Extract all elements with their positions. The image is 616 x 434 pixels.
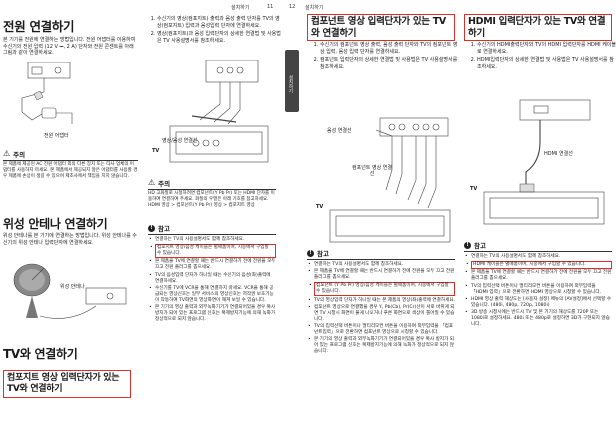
warning-icon: ⚠ — [148, 178, 156, 187]
component-note-box: ! 참고 연결하는 TV의 사용설명서도 함께 참조하세요. 본 제품을 TV에… — [307, 248, 455, 356]
hdmi-step-1: 수신기의 HDMI출력단자와 TV의 HDMI 입력단자를 HDMI 케이블로 … — [477, 42, 616, 55]
component-step-2: 컴포넌트 입력단자의 상세한 연결법 및 사용법은 TV 사용설명서를 참조하세… — [320, 57, 460, 70]
list-item-highlighted: HDMI 케이블은 별매품이며, 시중에서 구입할 수 있습니다. — [466, 261, 612, 270]
power-desc: 본 기기를 전원에 연결하는 방법입니다. 전원 어댑터를 이용하여 수신기의 … — [3, 37, 136, 57]
composite-tv-label: TV — [152, 148, 160, 154]
component-diagram — [329, 117, 451, 243]
composite-step-2: 영상(컴포지트)과 음성 입력단자의 상세한 연결법 및 사용법은 TV 사용설… — [157, 31, 281, 44]
hdmi-tv-label: TV — [470, 186, 478, 192]
hdmi-notes-list: 연결하는 TV의 사용설명서도 함께 참조하세요. HDMI 케이블은 별매품이… — [464, 254, 612, 328]
component-note-title: 참고 — [317, 250, 329, 258]
list-item: 컴포넌트 영상으로 연결했을 경우 Y, Pb(Cb), Pr(Cr)선이 서로… — [308, 305, 455, 323]
component-tv-label: TV — [316, 204, 324, 210]
list-item: 본 제품을 TV에 연결할 때는 반드시 연결하기 전에 전원을 모두 끄고 전… — [465, 270, 612, 282]
list-item: TV의 음성입력 단자가 하나일 때는 수신기의 음성(좌)출력에 연결하세요. — [149, 273, 276, 285]
power-caution-title: 주의 — [13, 151, 26, 159]
header-left-tag: 설치하기 — [231, 5, 250, 11]
hdmi-title: HDMI 입력단자가 있는 TV와 연결하기 — [464, 14, 612, 41]
side-tab — [285, 50, 299, 112]
satellite-diagram — [13, 263, 127, 319]
composite-notes-list: 연결하는 TV의 사용설명서도 함께 참조하세요. 컴포지트 영상/음성 케이블… — [148, 237, 276, 323]
warning-icon: ⚠ — [3, 149, 11, 158]
info-icon: ! — [148, 224, 155, 232]
composite-steps: 수신기의 영상(컴포지트) 출력과 음성 출력 단자를 TV의 영상(컴포지트)… — [148, 16, 281, 46]
satellite-title: 위성 안테나 연결하기 — [3, 217, 108, 231]
list-item: 본 제품을 TV에 연결할 때는 반드시 연결하기 전에 전원을 모두 끄고 전… — [308, 269, 455, 281]
info-icon: ! — [307, 249, 314, 257]
list-item: 본 기기의 영상 출력과 외부녹화기기가 연결되어있을 경우 복사 방지가 되어… — [308, 337, 455, 355]
list-item: TV의 입력선택 버튼이나 멀티리모컨 버튼을 이용하여 외부입력을 「컴포넌트… — [308, 324, 455, 336]
component-video-label: 컴포넌트 영상 연결선 — [352, 165, 392, 177]
list-item: 3D 방송 시청시에는 반드시 TV 및 본 기기의 해상도를 720P 또는 … — [465, 310, 612, 328]
list-item: 연결하는 TV의 사용설명서도 함께 참조하세요. — [149, 237, 276, 243]
component-audio-label: 음성 연결선 — [327, 128, 352, 134]
hdmi-cable-label: HDMI 연결선 — [544, 151, 573, 157]
composite-diagram — [169, 60, 269, 163]
power-adapter-label: 전원 어댑터 — [44, 133, 69, 139]
composite-note-box: ! 참고 연결하는 TV의 사용설명서도 함께 참조하세요. 컴포지트 영상/음… — [148, 223, 276, 324]
satellite-dish-icon — [13, 263, 51, 318]
composite-caution-title: 주의 — [158, 180, 171, 188]
page-number-right: 12 — [289, 4, 296, 10]
power-title: 전원 연결하기 — [3, 19, 75, 34]
list-item: 연결하는 TV의 사용설명서도 함께 참조하세요. — [465, 254, 612, 260]
hdmi-steps: 수신기의 HDMI출력단자와 TV의 HDMI 입력단자를 HDMI 케이블로 … — [468, 42, 616, 72]
composite-step-1: 수신기의 영상(컴포지트) 출력과 음성 출력 단자를 TV의 영상(컴포지트)… — [157, 16, 281, 29]
composite-caution-text: HD 고화질로 시청하려면 컴포넌트(Y Pb Pr) 또는 HDMI 단자를 … — [148, 191, 275, 208]
composite-caution-box: ⚠ 주의 HD 고화질로 시청하려면 컴포넌트(Y Pb Pr) 또는 HDMI… — [148, 178, 276, 208]
hdmi-note-title: 참고 — [474, 242, 486, 250]
header-right-tag: 설치하기 — [305, 5, 324, 11]
composite-cable-label: 영상/음성 연결선 — [162, 138, 198, 144]
composite-sub-title: 컴포지트 영상 입력단자가 있는 TV와 연결하기 — [3, 370, 131, 398]
info-icon: ! — [464, 241, 471, 249]
power-caution-text: 본 제품에 제공된 AC 전원 어댑터 외의 다른 장치 또는 타사 업체의 어… — [3, 162, 138, 179]
component-title: 컴포넌트 영상 입력단자가 있는 TV와 연결하기 — [307, 14, 455, 41]
component-steps: 수신기의 컴포넌트 영상 출력, 음성 출력 단자와 TV의 컴포넌트 영상 입… — [311, 42, 460, 72]
list-item: 본 기기의 영상 출력과 외부녹화기기가 연결되어있을 경우 복사 방지가 되어… — [149, 305, 276, 323]
hdmi-step-2: HDMI입력단자의 상세한 연결법 및 사용법은 TV 사용설명서를 참조하세요… — [477, 57, 616, 70]
component-step-1: 수신기의 컴포넌트 영상 출력, 음성 출력 단자와 TV의 컴포넌트 영상 입… — [320, 42, 460, 55]
hdmi-diagram — [483, 99, 605, 225]
power-caution-box: ⚠ 주의 본 제품에 제공된 AC 전원 어댑터 외의 다른 장치 또는 타사 … — [3, 149, 138, 179]
list-item-highlighted: 컴포넌트 (Y Pb Pr) 영상/음성 케이블은 별매품이며, 시중에서 구입… — [309, 282, 455, 297]
tv-section-title: TV와 연결하기 — [3, 347, 78, 361]
page-number-left: 11 — [267, 4, 274, 10]
satellite-desc: 위성 안테나를 본 기기에 연결하는 방법입니다. 위성 안테나를 수신기의 위… — [3, 233, 137, 246]
side-tab-label: 설치하기 — [288, 75, 293, 93]
hdmi-note-box: ! 참고 연결하는 TV의 사용설명서도 함께 참조하세요. HDMI 케이블은… — [464, 240, 612, 329]
list-item: 연결하는 TV의 사용설명서도 함께 참조하세요. — [308, 262, 455, 268]
list-item: TV의 영상입력 단자가 하나일 때는 본 제품의 영상(좌)출력에 연결하세요… — [308, 298, 455, 304]
composite-note-title: 참고 — [158, 225, 170, 233]
satellite-antenna-label: 위성 안테나 — [60, 284, 85, 290]
list-item: HDMI 영상 출력 해상도는 [사용자 설정] 메뉴의 [AV설정]에서 선택… — [465, 297, 612, 309]
power-diagram — [21, 62, 73, 124]
list-item: 수신기를 TV에 VCR을 통해 연결하지 마세요. VCR을 통해 공급되는 … — [149, 286, 276, 304]
list-item: 본 제품을 TV에 연결할 때는 반드시 연결하기 전에 전원을 모두 끄고 전… — [149, 259, 276, 271]
list-item-highlighted: 컴포지트 영상/음성 케이블은 별매품이며, 시중에서 구입할 수 있습니다. — [150, 244, 276, 259]
list-item: TV의 입력선택 버튼이나 멀티리모컨 버튼을 이용하여 외부입력을 「HDMI… — [465, 284, 612, 296]
component-notes-list: 연결하는 TV의 사용설명서도 함께 참조하세요. 본 제품을 TV에 연결할 … — [307, 262, 455, 355]
